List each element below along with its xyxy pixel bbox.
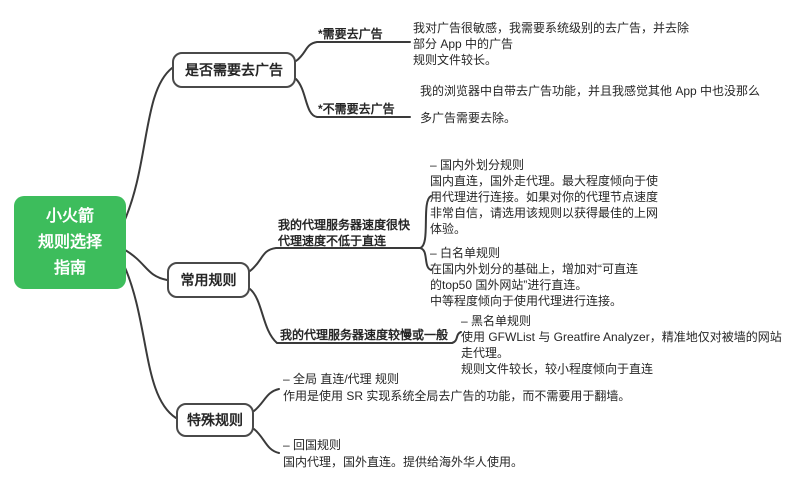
leaf-need-ad-removal-desc[interactable]: 我对广告很敏感，我需要系统级别的去广告，并去除 部分 App 中的广告 规则文件… — [413, 21, 690, 67]
child-no-need-ad-removal[interactable]: *不需要去广告 — [318, 102, 395, 116]
branch-special-rules[interactable]: 特殊规则 — [176, 403, 254, 437]
leaf-return-cn-rule[interactable]: – 回国规则 国内代理，国外直连。提供给海外华人使用。 — [283, 438, 524, 469]
connector-ad-to-need — [295, 41, 411, 62]
connector-special-to-global — [253, 388, 280, 412]
child-need-ad-removal[interactable]: *需要去广告 — [318, 27, 383, 41]
connector-root-to-special-branch — [122, 262, 177, 419]
connector-ad-to-noneed — [295, 78, 411, 118]
leaf-domestic-split-rule[interactable]: – 国内外划分规则 国内直连，国外走代理。最大程度倾向于使 用代理进行连接。如果… — [430, 158, 659, 236]
branch-common-rules[interactable]: 常用规则 — [167, 262, 250, 298]
leaf-blacklist-rule[interactable]: – 黑名单规则 使用 GFWList 与 Greatfire Analyzer，… — [461, 314, 782, 376]
connector-slowproxy-to-blacklist — [451, 331, 462, 344]
connector-root-to-ad-branch — [122, 67, 173, 225]
connector-root-to-common-branch — [124, 249, 168, 281]
connector-common-to-fastproxy — [249, 247, 421, 272]
connector-fastproxy-to-whitelist — [419, 247, 432, 271]
connector-common-to-slowproxy — [249, 288, 453, 344]
child-slow-proxy[interactable]: 我的代理服务器速度较慢或一般 — [280, 328, 449, 342]
leaf-global-rule[interactable]: – 全局 直连/代理 规则 作用是使用 SR 实现系统全局去广告的功能，而不需要… — [283, 372, 631, 403]
branch-ad-question[interactable]: 是否需要去广告 — [172, 52, 296, 88]
leaf-whitelist-rule[interactable]: – 白名单规则 在国内外划分的基础上，增加对“可直连 的top50 国外网站”进… — [430, 246, 638, 308]
connector-fastproxy-to-domesticsplit — [419, 195, 432, 249]
leaf-no-need-ad-removal-desc[interactable]: 我的浏览器中自带去广告功能，并且我感觉其他 App 中也没那么 多广告需要去除。 — [420, 84, 761, 125]
child-fast-proxy[interactable]: 我的代理服务器速度很快 代理速度不低于直连 — [278, 218, 411, 248]
connector-special-to-returncn — [253, 428, 280, 454]
root-node[interactable]: 小火箭 规则选择 指南 — [14, 196, 126, 289]
